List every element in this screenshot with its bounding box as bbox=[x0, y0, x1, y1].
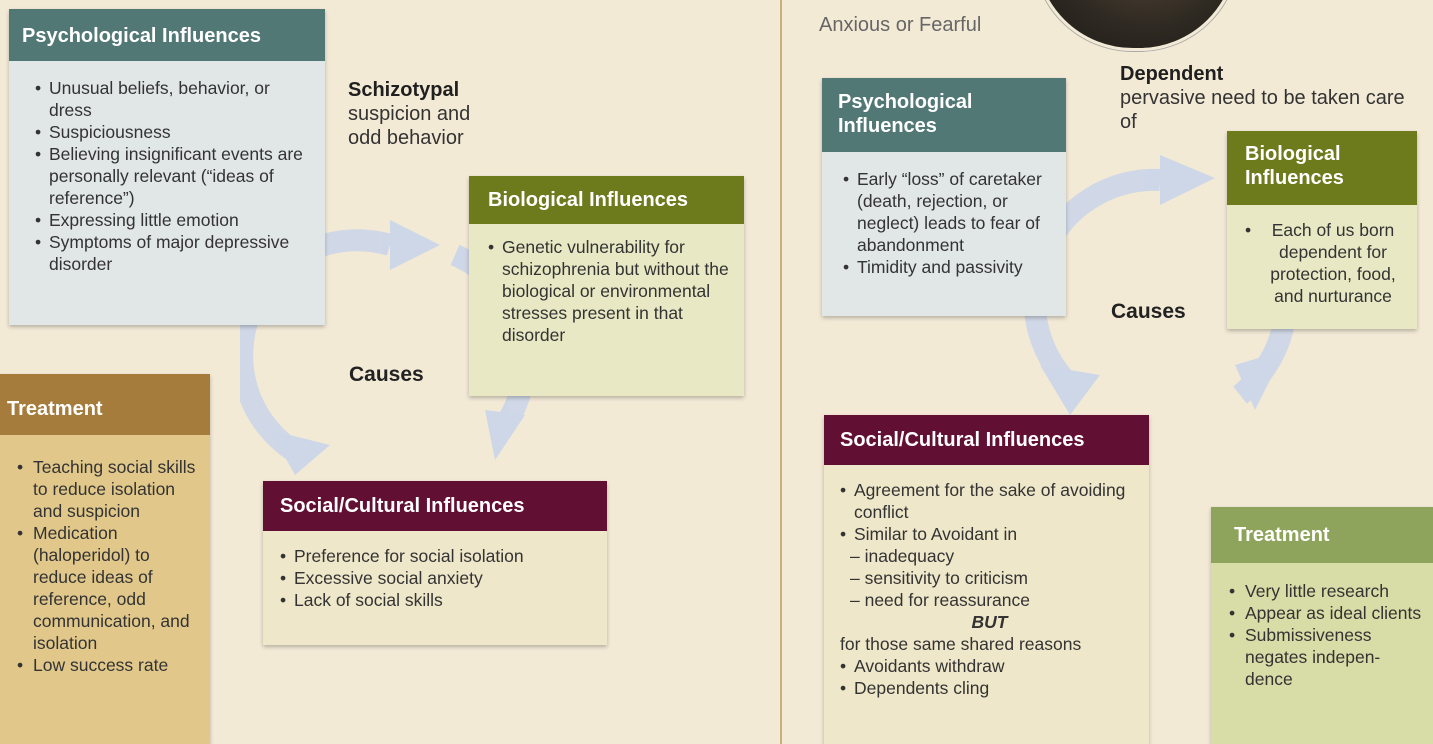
left-psych-title: Psychological Influences bbox=[9, 9, 325, 61]
list-item: Expressing little emotion bbox=[35, 209, 313, 231]
right-social-title: Social/Cultural Influences bbox=[824, 415, 1149, 465]
disorder-description: pervasive need to be taken care of bbox=[1120, 87, 1405, 133]
left-psych-box: Psychological Influences Unusual beliefs… bbox=[9, 9, 325, 325]
list-item: Believing insignificant events are perso… bbox=[35, 143, 313, 209]
left-disorder-label: Schizotypal suspicion and odd behavior bbox=[348, 78, 508, 150]
list-item: Each of us born dependent for protection… bbox=[1245, 219, 1407, 307]
left-treatment-title: Treatment bbox=[0, 374, 210, 435]
right-psych-box: Psychological Influences Early “loss” of… bbox=[822, 78, 1066, 316]
list-item: Preference for social isolation bbox=[280, 545, 595, 567]
list-subitem: – inadequacy bbox=[850, 546, 955, 566]
list-item: Unusual beliefs, behavior, or dress bbox=[35, 77, 313, 121]
panel-divider bbox=[780, 0, 782, 744]
list-item: Dependents cling bbox=[840, 677, 1139, 699]
list-item: Similar to Avoidant in bbox=[840, 523, 1139, 545]
disorder-description: suspicion and odd behavior bbox=[348, 103, 471, 149]
but-emphasis: BUT bbox=[971, 612, 1008, 632]
left-bio-box: Biological Influences Genetic vulnerabil… bbox=[469, 176, 744, 396]
left-bio-list: Genetic vulnerability for schizophrenia … bbox=[488, 236, 730, 346]
right-psych-title: Psychological Influences bbox=[822, 78, 1066, 152]
list-subitem: – need for reassurance bbox=[850, 590, 1030, 610]
left-treatment-box: Treatment Teaching social skills to redu… bbox=[0, 374, 210, 744]
list-item: Timidity and passivity bbox=[843, 256, 1056, 278]
right-bio-list: Each of us born dependent for protection… bbox=[1245, 219, 1407, 307]
list-item: Suspiciousness bbox=[35, 121, 313, 143]
right-social-box: Social/Cultural Influences Agreement for… bbox=[824, 415, 1149, 744]
disorder-name: Schizotypal bbox=[348, 79, 460, 101]
list-item: Early “loss” of caretaker (death, reject… bbox=[843, 168, 1056, 256]
list-item: Submissiveness negates indepen-dence bbox=[1229, 624, 1425, 690]
left-social-list: Preference for social isolation Excessiv… bbox=[280, 545, 595, 611]
right-treatment-list: Very little research Appear as ideal cli… bbox=[1229, 580, 1425, 690]
list-text: for those same shared reasons bbox=[840, 634, 1082, 654]
right-psych-list: Early “loss” of caretaker (death, reject… bbox=[843, 168, 1056, 278]
list-item: Appear as ideal clients bbox=[1229, 602, 1425, 624]
right-social-list: Agreement for the sake of avoiding confl… bbox=[840, 479, 1139, 699]
list-item: Teaching social skills to reduce isolati… bbox=[17, 456, 202, 522]
list-item: Very little research bbox=[1229, 580, 1425, 602]
list-item: Symptoms of major depressive disorder bbox=[35, 231, 313, 275]
list-item: Low success rate bbox=[17, 654, 202, 676]
left-treatment-list: Teaching social skills to reduce isolati… bbox=[17, 456, 202, 676]
left-bio-title: Biological Influences bbox=[469, 176, 744, 224]
left-social-box: Social/Cultural Influences Preference fo… bbox=[263, 481, 607, 645]
right-treatment-title: Treatment bbox=[1211, 507, 1433, 563]
list-item: Lack of social skills bbox=[280, 589, 595, 611]
right-treatment-box: Treatment Very little research Appear as… bbox=[1211, 507, 1433, 744]
left-social-title: Social/Cultural Influences bbox=[263, 481, 607, 531]
list-item: Medication (haloperidol) to reduce ideas… bbox=[17, 522, 202, 654]
list-item: Avoidants withdraw bbox=[840, 655, 1139, 677]
list-item: Agreement for the sake of avoiding confl… bbox=[840, 479, 1139, 523]
cluster-label: Anxious or Fearful bbox=[819, 14, 982, 36]
right-disorder-label: Dependent pervasive need to be taken car… bbox=[1120, 62, 1410, 134]
disorder-name: Dependent bbox=[1120, 63, 1224, 85]
list-item: Genetic vulnerability for schizophrenia … bbox=[488, 236, 730, 346]
left-psych-list: Unusual beliefs, behavior, or dress Susp… bbox=[35, 77, 313, 275]
list-subitem: – sensitivity to criticism bbox=[850, 568, 1028, 588]
right-causes-label: Causes bbox=[1111, 300, 1186, 323]
left-causes-label: Causes bbox=[349, 363, 424, 386]
right-bio-title: Biological Influences bbox=[1227, 131, 1417, 205]
right-bio-box: Biological Influences Each of us born de… bbox=[1227, 131, 1417, 329]
list-item: Excessive social anxiety bbox=[280, 567, 595, 589]
